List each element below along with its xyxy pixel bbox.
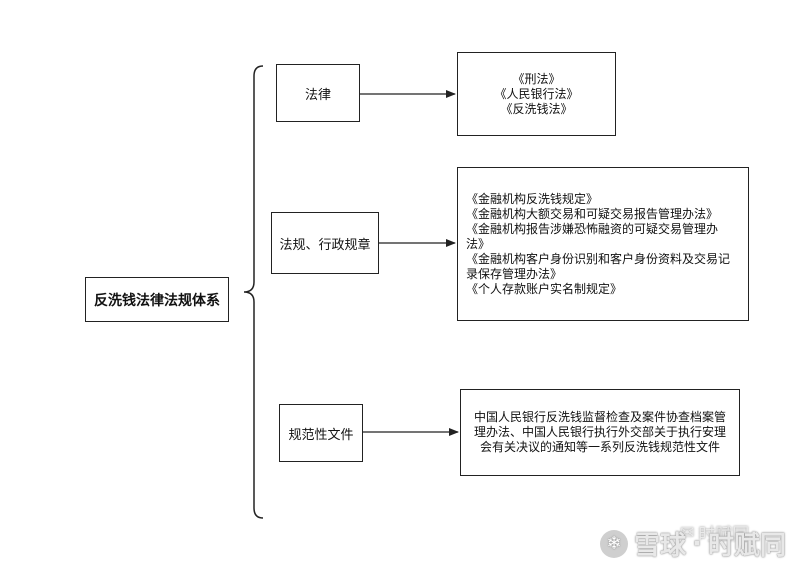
regulation-item: 《金融机构客户身份识别和客户身份资料及交易记 [466,251,731,266]
law-list: 《刑法》 《人民银行法》 《反洗钱法》 [457,52,616,136]
regulation-item: 《个人存款账户实名制规定》 [466,281,623,296]
watermark: ❄ 雪球 · 时赋同 [600,525,786,562]
category-normative: 规范性文件 [279,404,363,462]
wechat-icon: ✉ [680,522,695,543]
regulation-item: 录保存管理办法》 [466,266,563,281]
root-node: 反洗钱法律法规体系 [85,277,229,322]
regulation-list: 《金融机构反洗钱规定》 《金融机构大额交易和可疑交易报告管理办法》 《金融机构报… [457,167,749,321]
regulation-item: 法》 [466,236,491,251]
watermark-author: ✉ 时赋同 [680,520,750,546]
law-item: 《反洗钱法》 [500,101,573,116]
law-item: 《人民银行法》 [494,86,579,101]
category-regulation-label: 法规、行政规章 [279,237,371,253]
regulation-item: 《金融机构大额交易和可疑交易报告管理办法》 [466,206,719,221]
snowball-logo-icon: ❄ [600,529,629,558]
regulation-item: 《金融机构反洗钱规定》 [466,191,599,206]
watermark-site: 雪球 [634,531,687,561]
watermark-separator: · [692,528,702,559]
category-law: 法律 [276,64,360,122]
watermark-author-repeat: 时赋同 [707,531,786,561]
normative-list: 中国人民银行反洗钱监督检查及案件协查档案管理办法、中国人民银行执行外交部关于执行… [460,389,740,476]
category-law-label: 法律 [304,87,331,103]
regulation-item: 《金融机构报告涉嫌恐怖融资的可疑交易管理办 [466,221,719,236]
watermark-author-name: 时赋同 [698,525,750,545]
root-label: 反洗钱法律法规体系 [94,292,220,309]
category-regulation: 法规、行政规章 [271,212,379,274]
curly-brace [243,65,264,519]
category-normative-label: 规范性文件 [288,427,354,443]
normative-item: 中国人民银行反洗钱监督检查及案件协查档案管理办法、中国人民银行执行外交部关于执行… [473,410,726,454]
law-item: 《刑法》 [512,71,561,86]
